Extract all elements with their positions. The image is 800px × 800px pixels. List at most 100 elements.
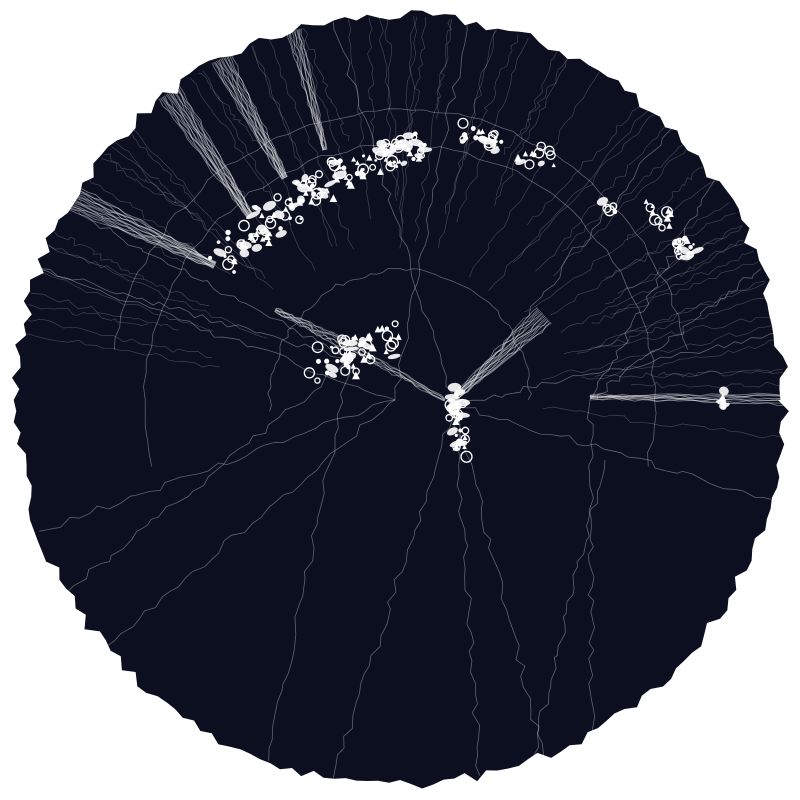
blob-glyph [359,171,366,180]
triangle-glyph [365,333,371,339]
ring-glyph [382,143,393,154]
blob-glyph [246,210,261,220]
boundary-line [105,399,396,648]
dot-glyph [677,239,682,243]
bundle-line [275,309,346,344]
dot-glyph [499,139,504,144]
blob-glyph [339,353,353,363]
bundle-line [230,53,288,177]
dot-glyph [278,226,283,231]
radial-line [73,197,185,264]
radial-line [104,153,188,208]
dot-glyph [422,142,427,148]
ring-glyph [536,141,546,152]
triangle-glyph [602,202,608,207]
radial-line [111,146,273,289]
ring-glyph [365,354,376,365]
radial-line [347,19,371,220]
blob-glyph [490,147,500,154]
blob-glyph [251,243,263,252]
dot-glyph [330,345,334,349]
triangle-glyph [263,232,271,241]
radial-line [596,280,766,348]
blob-glyph [332,170,347,180]
blob-glyph [722,402,730,408]
bundle-line [452,308,539,397]
dot-glyph [208,255,213,260]
bundle-line [589,395,791,402]
bundle-line [214,61,284,180]
boundary-line [453,404,481,776]
blob-glyph [239,248,250,258]
triangle-glyph [383,157,389,162]
bundle-line [220,58,285,179]
triangle-glyph [462,434,468,441]
dot-glyph [225,236,231,242]
radial-line [527,102,644,225]
radial-line [657,369,783,378]
blob-glyph [325,363,339,373]
triangle-glyph [406,149,414,157]
triangle-glyph [283,206,289,212]
bundle-line [70,206,215,268]
boundary-line [332,21,456,406]
boundary-line [39,399,396,532]
bundle-line [72,203,215,268]
triangle-glyph [247,232,255,240]
triangle-glyph [360,355,368,363]
dot-glyph [458,428,463,433]
bundle-line [454,316,547,399]
dot-glyph [361,154,366,158]
radial-line [115,142,256,270]
bundle-line [455,319,549,400]
ring-glyph [284,198,293,207]
bundle-line [172,90,252,215]
radial-line [101,158,201,220]
ring-glyph [461,426,470,435]
bundle-line [342,345,445,402]
dot-glyph [461,132,468,138]
radial-line [399,16,415,249]
dot-glyph [335,358,340,364]
bundle-line [225,55,287,178]
dot-glyph [384,326,390,331]
blob-glyph [537,160,545,167]
radial-line [215,63,297,207]
dot-glyph [343,361,349,367]
blob-glyph [596,197,609,206]
dot-glyph [357,341,364,348]
ring-glyph [264,217,277,230]
bundle-line [177,86,253,214]
triangle-glyph [302,190,309,196]
bundle-line [454,313,544,398]
dot-glyph [324,370,330,376]
blob-glyph [718,386,729,396]
ring-glyph [411,133,418,141]
radial-line [21,333,220,368]
bundle-line [296,29,326,151]
triangle-glyph [643,198,649,204]
radial-line [31,293,179,331]
radial-line [87,176,231,275]
triangle-glyph [308,198,315,205]
bundle-line [217,59,285,179]
bundle-line [453,312,543,398]
ring-glyph [544,145,555,156]
dot-glyph [411,156,416,162]
radial-line [494,55,571,207]
bundle-line [589,397,790,407]
bundle-line [165,94,250,217]
boundary-line [454,128,672,406]
glyph-clusters [208,117,730,463]
bundle-line [346,338,446,400]
ring-glyph [337,334,347,344]
bundle-line [215,60,284,180]
bundle-line [274,309,346,346]
blob-glyph [236,241,244,247]
bundle-line [227,54,288,178]
bundle-line [456,322,552,401]
radial-line [594,339,780,377]
radial-line [384,16,399,202]
bundle-line [275,307,349,340]
bundle-line [274,310,344,350]
